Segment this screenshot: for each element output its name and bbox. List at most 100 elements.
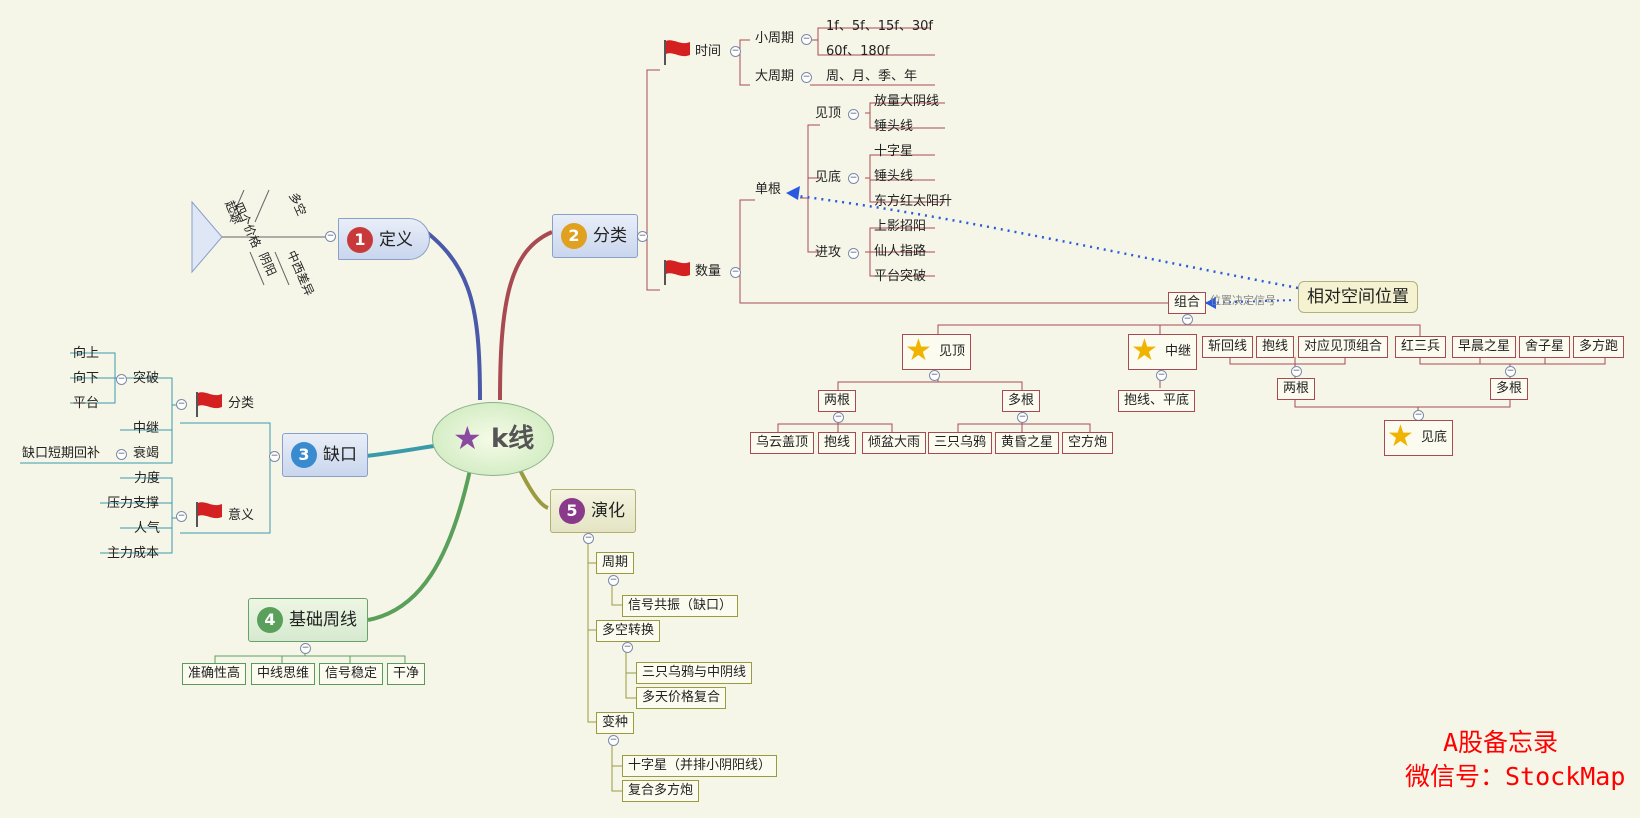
evolution-switch-node[interactable]: 多空转换 — [596, 620, 661, 642]
collapse-icon[interactable]: − — [325, 231, 336, 242]
collapse-icon[interactable]: − — [1017, 412, 1028, 423]
pattern-item: 三只乌鸦 — [928, 432, 993, 454]
meaning-item: 主力成本 — [107, 546, 160, 561]
evolution-variant-node[interactable]: 变种 — [596, 712, 635, 734]
combo-relay-node[interactable]: ★ 中继 — [1128, 333, 1198, 370]
star-icon: ★ — [1387, 419, 1414, 454]
combo-two-root-node[interactable]: 两根 — [1277, 378, 1316, 400]
collapse-icon[interactable]: − — [929, 370, 940, 381]
time-label: 时间 — [695, 44, 722, 59]
collapse-icon[interactable]: − — [1156, 370, 1167, 381]
gap-item: 向下 — [73, 371, 100, 386]
pattern-item: 抱线 — [1256, 336, 1295, 358]
flag-icon — [662, 258, 692, 290]
collapse-icon[interactable]: − — [848, 173, 859, 184]
collapse-icon[interactable]: − — [833, 412, 844, 423]
number-badge: 2 — [561, 223, 587, 249]
collapse-icon[interactable]: − — [622, 642, 633, 653]
collapse-icon[interactable]: − — [637, 231, 648, 242]
branch-label: 定义 — [379, 230, 413, 250]
pattern-item: 舍子星 — [1519, 336, 1571, 358]
branch-label: 缺口 — [323, 445, 357, 465]
collapse-icon[interactable]: − — [801, 34, 812, 45]
evolution-item: 三只乌鸦与中阴线 — [636, 662, 753, 684]
weekly-item: 中线思维 — [251, 663, 316, 685]
meaning-item: 力度 — [134, 471, 161, 486]
pattern-item: 抱线、平底 — [1118, 390, 1196, 412]
weekly-item: 干净 — [387, 663, 426, 685]
combo-multi-node[interactable]: 多根 — [1002, 390, 1041, 412]
center-label: k线 — [491, 424, 535, 454]
collapse-icon[interactable]: − — [583, 533, 594, 544]
collapse-icon[interactable]: − — [1182, 314, 1193, 325]
number-badge: 4 — [257, 607, 283, 633]
watermark-subtitle: 微信号：StockMap — [1405, 762, 1626, 791]
pattern-item: 仙人指路 — [874, 244, 927, 259]
branch-gap[interactable]: 3 缺口 — [282, 433, 368, 477]
collapse-icon[interactable]: − — [176, 511, 187, 522]
collapse-icon[interactable]: − — [848, 248, 859, 259]
pattern-item: 倾盆大雨 — [862, 432, 927, 454]
gap-item: 平台 — [73, 396, 100, 411]
number-badge: 3 — [291, 442, 317, 468]
pattern-item: 十字星 — [874, 144, 914, 159]
pattern-item: 放量大阴线 — [874, 94, 940, 109]
pattern-item: 黄昏之星 — [995, 432, 1060, 454]
pattern-item: 锤头线 — [874, 119, 914, 134]
pattern-item: 红三兵 — [1395, 336, 1447, 358]
combo-top-label: 见顶 — [939, 344, 966, 359]
pattern-item: 斩回线 — [1202, 336, 1254, 358]
evolution-item: 复合多方炮 — [622, 780, 700, 802]
combo-node[interactable]: 组合 — [1168, 292, 1207, 314]
relay-label: 中继 — [133, 421, 160, 436]
relative-position-node[interactable]: 相对空间位置 — [1298, 281, 1418, 313]
flag-icon — [194, 390, 224, 422]
period-item: 周、月、季、年 — [826, 69, 918, 84]
weekly-item: 准确性高 — [182, 663, 247, 685]
big-period-label: 大周期 — [755, 69, 795, 84]
meaning-label: 意义 — [228, 508, 255, 523]
combo-two-node[interactable]: 两根 — [818, 390, 857, 412]
exhaust-label: 衰竭 — [133, 446, 160, 461]
collapse-icon[interactable]: − — [116, 449, 127, 460]
pattern-item: 早晨之星 — [1452, 336, 1517, 358]
branch-definition[interactable]: 1 定义 — [338, 218, 430, 260]
collapse-icon[interactable]: − — [730, 267, 741, 278]
collapse-icon[interactable]: − — [1505, 366, 1516, 377]
pattern-item: 平台突破 — [874, 269, 927, 284]
collapse-icon[interactable]: − — [116, 374, 127, 385]
period-item: 60f、180f — [826, 44, 890, 59]
center-node[interactable]: ★ k线 — [432, 402, 554, 476]
evolution-period-node[interactable]: 周期 — [596, 552, 635, 574]
collapse-icon[interactable]: − — [608, 575, 619, 586]
collapse-icon[interactable]: − — [300, 643, 311, 654]
combo-multi-root-node[interactable]: 多根 — [1490, 378, 1529, 400]
collapse-icon[interactable]: − — [608, 735, 619, 746]
relation-label: 位置决定信号 — [1210, 294, 1276, 307]
meaning-item: 压力支撑 — [107, 496, 160, 511]
flag-icon — [194, 500, 224, 532]
combo-top-node[interactable]: ★ 见顶 — [902, 334, 972, 370]
combo-bottom-label: 见底 — [1421, 430, 1448, 445]
combo-bottom-node[interactable]: ★ 见底 — [1384, 419, 1454, 456]
quantity-label: 数量 — [695, 264, 722, 279]
star-icon: ★ — [1131, 333, 1158, 368]
gap-item: 向上 — [73, 346, 100, 361]
period-item: 1f、5f、15f、30f — [826, 19, 933, 34]
collapse-icon[interactable]: − — [1291, 366, 1302, 377]
star-icon: ★ — [453, 419, 482, 457]
flag-icon — [662, 38, 692, 70]
collapse-icon[interactable]: − — [801, 72, 812, 83]
collapse-icon[interactable]: − — [269, 451, 280, 462]
evolution-item: 多天价格复合 — [636, 687, 727, 709]
collapse-icon[interactable]: − — [176, 399, 187, 410]
pattern-item: 对应见顶组合 — [1298, 336, 1389, 358]
single-attack-label: 进攻 — [815, 245, 842, 260]
number-badge: 1 — [347, 227, 373, 253]
collapse-icon[interactable]: − — [730, 46, 741, 57]
collapse-icon[interactable]: − — [848, 109, 859, 120]
